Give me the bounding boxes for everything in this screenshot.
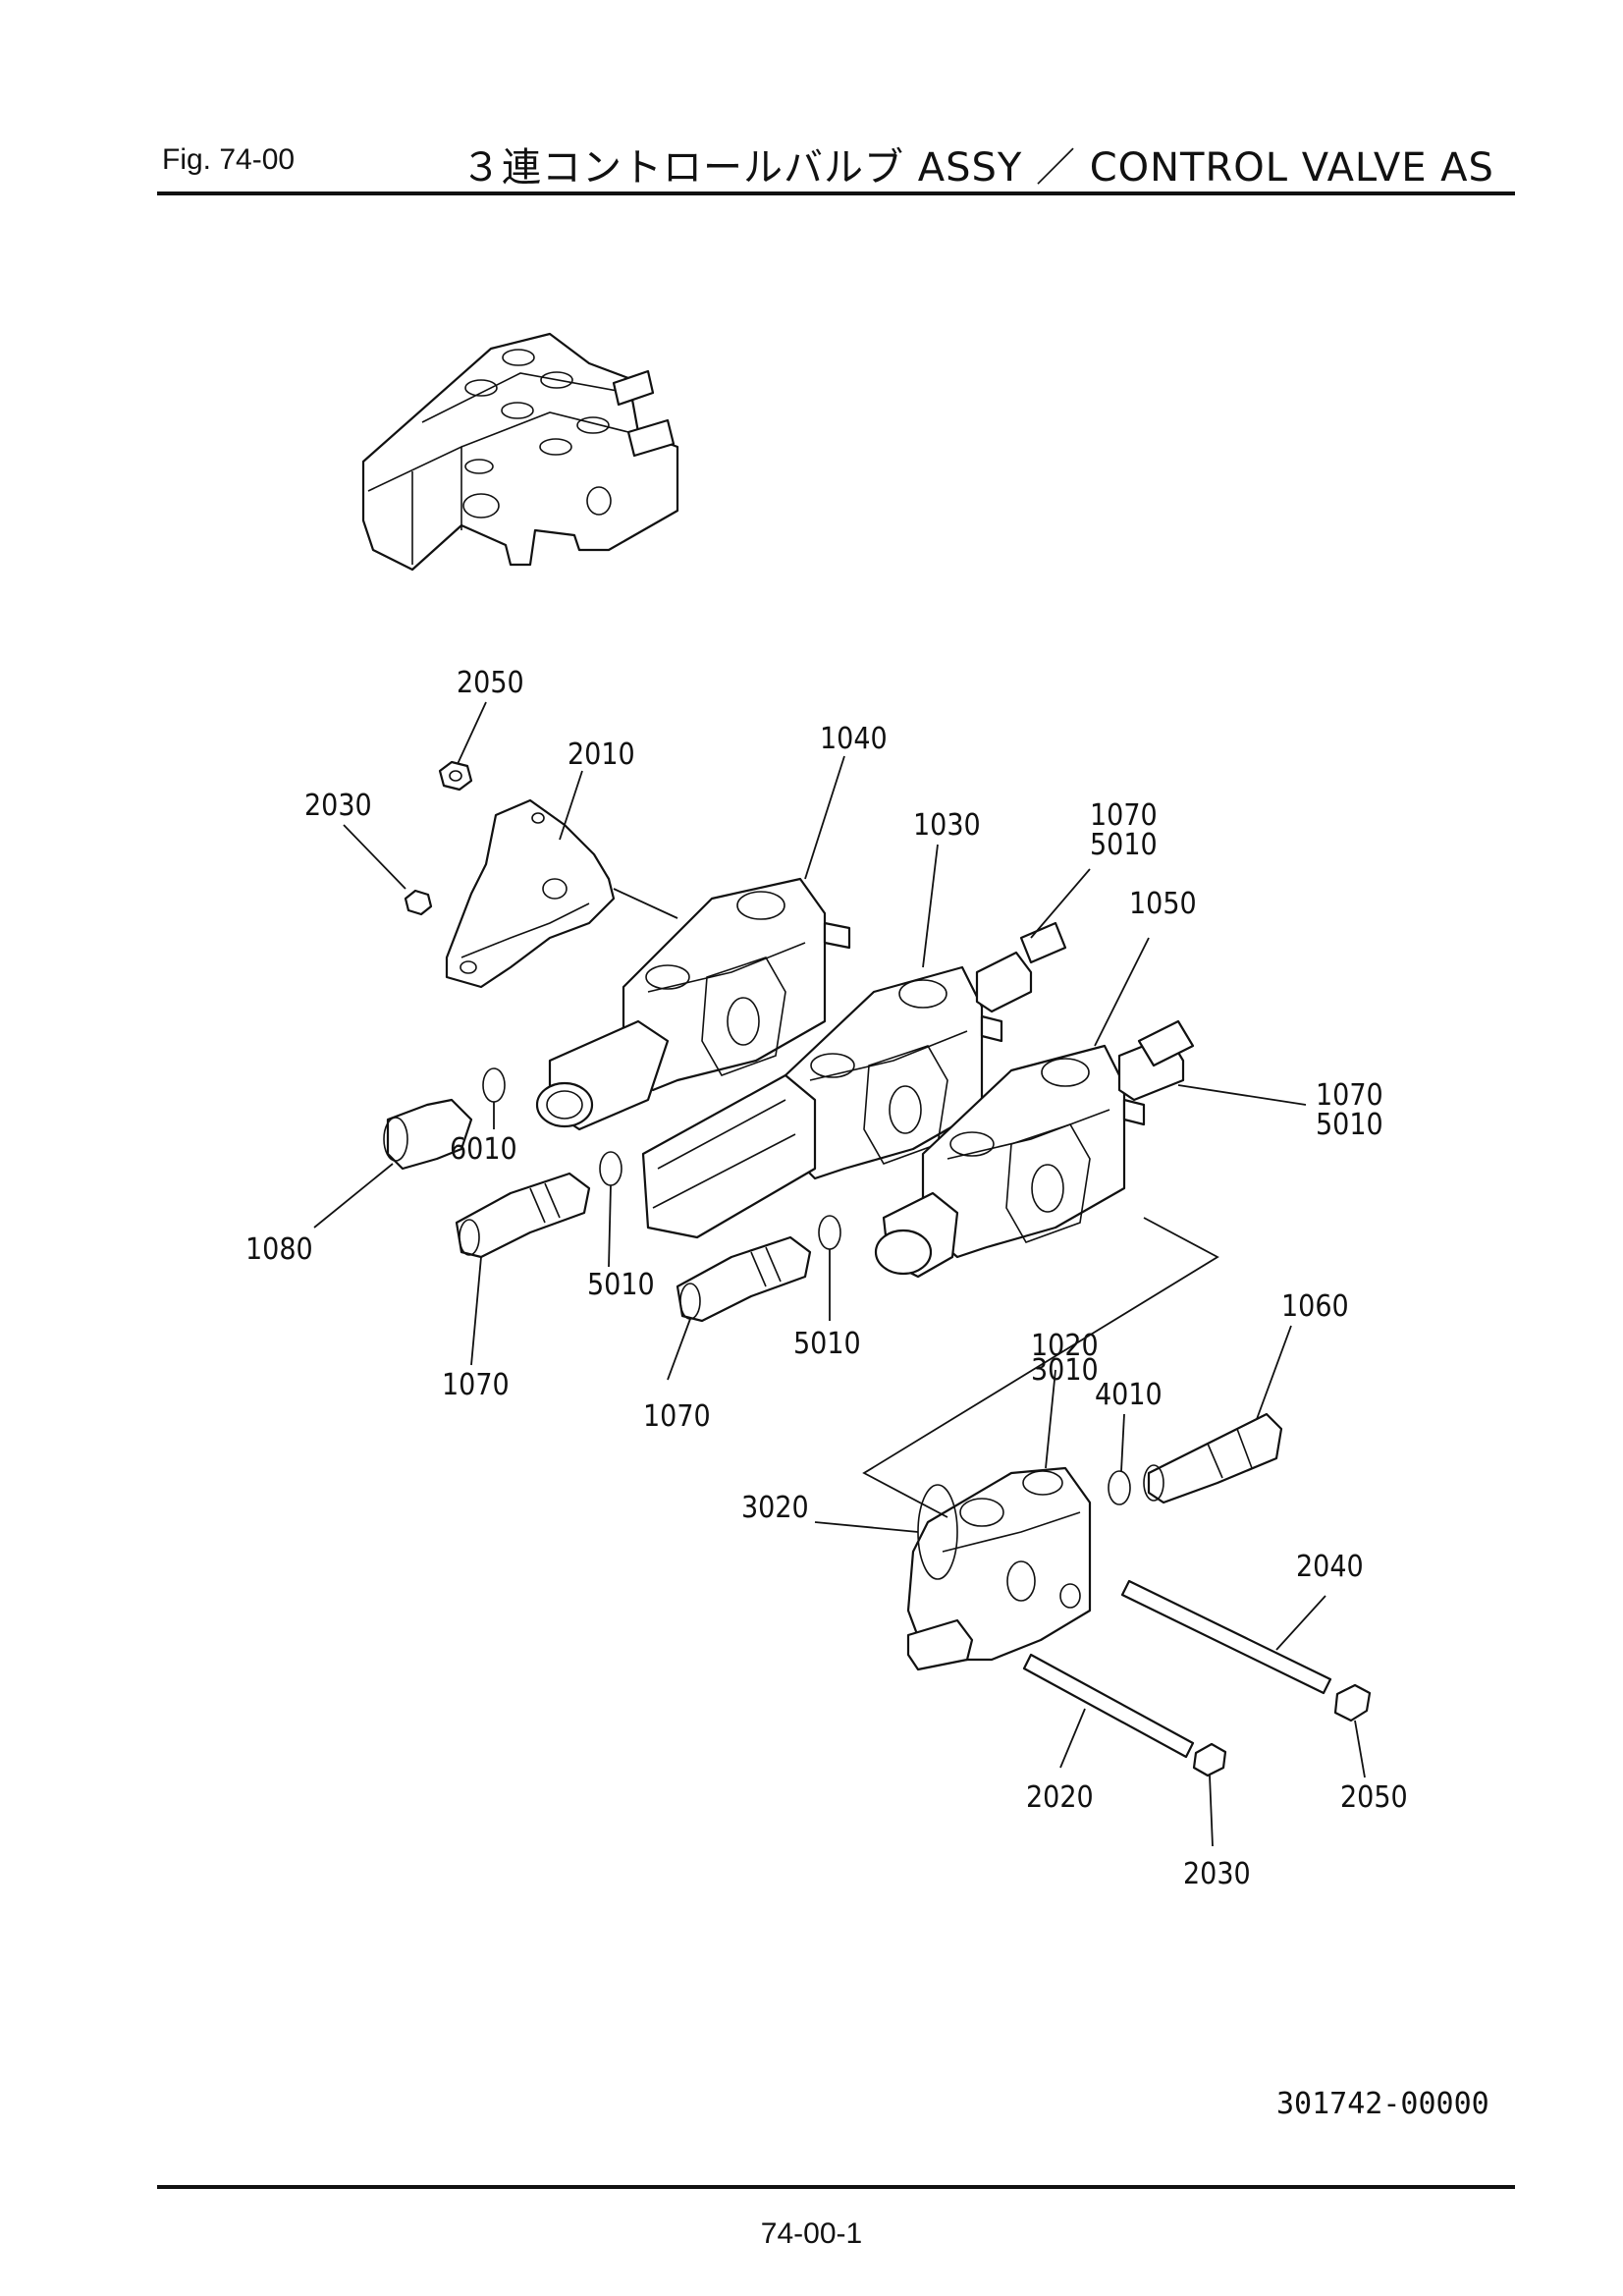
- footer-rule: [157, 2185, 1515, 2189]
- callout-2010: 2010: [568, 738, 635, 772]
- tie-bolt-2020: [1022, 1653, 1195, 1759]
- callout-5010: 5010: [1090, 828, 1158, 862]
- callout-1040: 1040: [820, 722, 888, 756]
- callout-2020: 2020: [1026, 1780, 1094, 1815]
- leader-lines: [313, 701, 1366, 1847]
- relief-valve-1070-left: [455, 1172, 591, 1259]
- relief-valve-1070-upper: [1019, 921, 1067, 964]
- end-cover-2010: [445, 798, 616, 989]
- callout-2040: 2040: [1296, 1550, 1364, 1584]
- figure-label: Fig. 74-00: [162, 143, 296, 176]
- callout-3010: 3010: [1031, 1353, 1099, 1388]
- nut-2050-bottom: [1333, 1683, 1372, 1722]
- callout-6010: 6010: [450, 1132, 517, 1167]
- callout-5010: 5010: [1316, 1108, 1383, 1142]
- nut-2050-top: [438, 760, 473, 792]
- callout-2050: 2050: [1340, 1780, 1408, 1815]
- callout-1080: 1080: [245, 1232, 313, 1267]
- page-title: ３連コントロールバルブ ASSY ／ CONTROL VALVE AS: [461, 145, 1494, 191]
- plug-1080: [383, 1098, 473, 1171]
- valve-section-1040: [535, 877, 851, 1131]
- relief-valve-1070-right: [1137, 1019, 1195, 1067]
- callout-1070: 1070: [1316, 1078, 1383, 1113]
- callout-1070: 1070: [1090, 798, 1158, 833]
- callout-5010: 5010: [793, 1327, 861, 1361]
- callout-1060: 1060: [1281, 1289, 1349, 1324]
- callout-1070: 1070: [643, 1399, 711, 1434]
- valve-section-1050: [874, 1034, 1185, 1279]
- guide-line: [613, 888, 678, 919]
- callout-1030: 1030: [913, 808, 981, 843]
- relief-valve-1060: [1143, 1412, 1283, 1504]
- callout-2050: 2050: [457, 666, 524, 700]
- callout-2030: 2030: [304, 789, 372, 823]
- drawing-number: 301742-00000: [1276, 2087, 1489, 2121]
- page-number: 74-00-1: [760, 2217, 863, 2250]
- callout-1050: 1050: [1129, 887, 1197, 921]
- header-rule: [157, 191, 1515, 195]
- nut-2030-top: [404, 889, 433, 916]
- nut-2030-bottom: [1192, 1742, 1227, 1777]
- relief-valve-1070-center: [676, 1235, 812, 1323]
- callout-5010: 5010: [587, 1268, 655, 1302]
- assembly-overview-thumbnail: [361, 332, 679, 572]
- guide-line: [862, 1217, 1219, 1518]
- tie-bolt-2040: [1120, 1579, 1332, 1695]
- inlet-section-1020: [906, 1466, 1092, 1671]
- o-ring-5010-left: [599, 1151, 622, 1186]
- o-ring-5010-center: [818, 1215, 841, 1250]
- valve-section-1030: [641, 951, 1033, 1239]
- callout-1020: 1020: [1031, 1329, 1099, 1363]
- o-ring-4010: [1108, 1470, 1131, 1505]
- callout-2030: 2030: [1183, 1857, 1251, 1891]
- callout-3020: 3020: [741, 1491, 809, 1525]
- callout-4010: 4010: [1095, 1378, 1163, 1412]
- o-ring-6010: [482, 1067, 506, 1103]
- callout-1070: 1070: [442, 1368, 510, 1402]
